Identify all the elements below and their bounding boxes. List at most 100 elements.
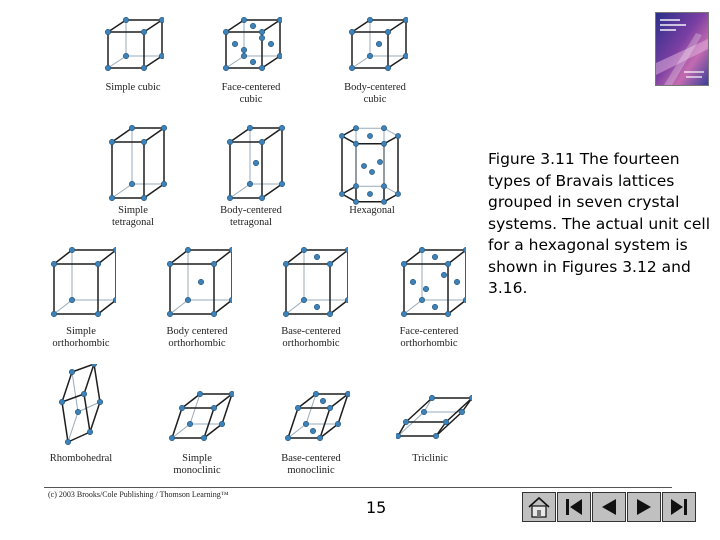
lattice-body-centered-tetragonal (226, 124, 286, 206)
cell-edge (143, 183, 165, 199)
lattice-atom (277, 17, 282, 23)
cell-edge (111, 127, 133, 143)
cell-edge (71, 364, 95, 373)
cell-edge (387, 55, 407, 69)
lattice-body-centered-orthorhombic (166, 246, 232, 322)
lattice-atom (80, 390, 87, 397)
lattice-atom (300, 296, 307, 303)
home-button[interactable] (522, 492, 556, 522)
lattice-atom (258, 29, 265, 36)
lattice-atom (186, 420, 193, 427)
lattice-atom (246, 124, 253, 132)
cell-edge (261, 127, 283, 143)
cell-edge (351, 19, 371, 33)
cell-edge (261, 19, 281, 33)
cell-edge (203, 423, 223, 439)
lattice-atom (444, 261, 451, 268)
lattice-atom (104, 64, 112, 71)
lattice-atom (210, 261, 217, 268)
lattice-atom (91, 364, 97, 367)
cell-edge-hidden (67, 411, 79, 443)
lattice-atom (348, 64, 356, 71)
lattice-atom (353, 183, 359, 190)
lattice-label: Base-centered orthorhombic (281, 326, 341, 349)
lattice-atom (316, 434, 323, 441)
previous-slide-icon (597, 496, 621, 518)
cell-edge (229, 127, 251, 143)
lattice-atom (284, 434, 292, 441)
lattice-face-centered-cubic (222, 16, 282, 76)
lattice-atom (240, 16, 247, 24)
home-icon (527, 496, 551, 518)
lattice-atom (258, 139, 265, 146)
lattice-label: Body centered orthorhombic (166, 326, 228, 349)
lattice-atom (210, 404, 217, 411)
previous-slide-button[interactable] (592, 492, 626, 522)
lattice-atom (50, 261, 58, 268)
lattice-atom (113, 247, 116, 253)
cell-edge (213, 393, 233, 409)
book-cover-image (655, 12, 709, 86)
cell-edge (107, 19, 127, 33)
lattice-atom (312, 390, 319, 398)
lattice-atom (249, 58, 256, 65)
lattice-atom (246, 180, 253, 187)
lattice-simple-tetragonal (108, 124, 168, 206)
lattice-atom (249, 23, 256, 30)
cell-edge (285, 249, 305, 265)
lattice-atom (140, 195, 147, 202)
lattice-atom (94, 311, 101, 318)
lattice-atom (222, 64, 230, 71)
lattice-atom (258, 195, 265, 202)
lattice-atom (295, 404, 302, 411)
lattice-atom (184, 296, 191, 303)
lattice-atom (403, 418, 410, 425)
next-slide-button[interactable] (627, 492, 661, 522)
lattice-atom (403, 17, 408, 23)
page-number: 15 (366, 498, 387, 517)
lattice-atom (166, 261, 174, 268)
lattice-atom (463, 297, 466, 303)
lattice-atom (232, 40, 239, 47)
lattice-atom (361, 163, 367, 169)
lattice-atom (319, 398, 326, 405)
lattice-atom (159, 53, 164, 59)
lattice-atom (74, 408, 81, 415)
lattice-label: Simple tetragonal (112, 205, 154, 228)
lattice-atom (258, 34, 265, 41)
lattice-atom (345, 247, 348, 253)
lattice-atom (68, 296, 75, 303)
lattice-atom (96, 398, 103, 405)
lattice-atom (431, 254, 438, 261)
lattice-label: Base-centered monoclinic (281, 453, 341, 476)
lattice-atom (381, 183, 387, 190)
lattice-atom (422, 285, 429, 292)
first-slide-button[interactable] (557, 492, 591, 522)
cell-edge (89, 401, 101, 433)
cell-edge (387, 19, 407, 33)
lattice-atom (282, 261, 290, 268)
lattice-atom (240, 46, 247, 53)
cell-edge (297, 393, 317, 409)
lattice-atom (469, 395, 472, 401)
lattice-atom (282, 311, 290, 318)
lattice-atom (179, 404, 186, 411)
cell-edge-hidden (171, 423, 191, 439)
lattice-atom (104, 29, 112, 36)
lattice-atom (168, 434, 176, 441)
lattice-atom (86, 429, 93, 436)
lattice-atom (184, 246, 191, 254)
cell-edge (337, 393, 349, 425)
lattice-atom (442, 418, 449, 425)
cell-edge-hidden (111, 183, 133, 199)
last-slide-button[interactable] (662, 492, 696, 522)
copyright-notice: (c) 2003 Brooks/Cole Publishing / Thomso… (48, 490, 229, 499)
lattice-atom (226, 195, 234, 202)
lattice-atom (458, 408, 465, 415)
lattice-atom (222, 29, 230, 36)
lattice-base-centered-orthorhombic (282, 246, 348, 322)
lattice-atom (377, 159, 383, 165)
lattice-atom (68, 246, 75, 254)
lattice-atom (50, 311, 58, 318)
lattice-atom (384, 64, 391, 71)
